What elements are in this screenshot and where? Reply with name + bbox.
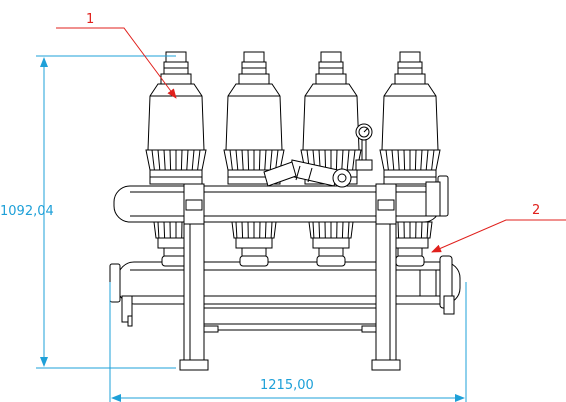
callout-2-label: 2	[532, 203, 540, 218]
filter-units	[145, 51, 441, 267]
height-dimension-label: 1092,04	[0, 204, 54, 219]
filter-unit	[223, 51, 285, 267]
pressure-gauge	[355, 123, 373, 171]
support-frame	[179, 223, 401, 371]
height-dimension	[36, 55, 176, 369]
width-dimension	[109, 282, 467, 402]
callout-1-label: 1	[86, 12, 94, 27]
filter-unit	[300, 51, 362, 267]
callout-1: 1	[56, 12, 177, 99]
filter-unit	[145, 51, 207, 267]
backflush-valve	[263, 159, 352, 188]
filter-unit	[379, 51, 441, 267]
upper-manifold	[113, 175, 449, 225]
width-dimension-label: 1215,00	[260, 378, 314, 393]
callout-2: 2	[431, 203, 566, 253]
